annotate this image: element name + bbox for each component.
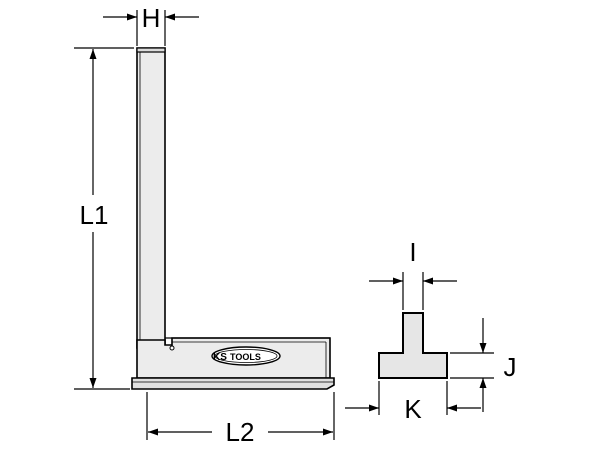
label-j: J [504, 352, 517, 382]
t-profile-shape [378, 312, 448, 379]
dimension-l1: L1 [74, 47, 134, 390]
label-l2: L2 [226, 417, 255, 447]
try-square: KS TOOLS [131, 47, 335, 390]
t-profile-section [378, 312, 448, 379]
dimension-h: H [103, 3, 199, 46]
square-base [131, 377, 335, 390]
logo-ks-text: KS [213, 352, 227, 363]
label-h: H [142, 3, 161, 33]
dimension-i: I [369, 237, 457, 310]
blade-top-cap [136, 47, 166, 53]
corner-relief-hole [169, 345, 175, 351]
ks-tools-logo: KS TOOLS [211, 346, 281, 366]
label-k: K [404, 394, 422, 424]
label-l1: L1 [80, 200, 109, 230]
dimension-k: K [345, 381, 481, 424]
dimension-j: J [450, 318, 517, 412]
logo-tools-text: TOOLS [230, 352, 261, 362]
square-blade [136, 47, 166, 349]
label-i: I [409, 237, 416, 267]
dimension-l2: L2 [146, 392, 335, 447]
